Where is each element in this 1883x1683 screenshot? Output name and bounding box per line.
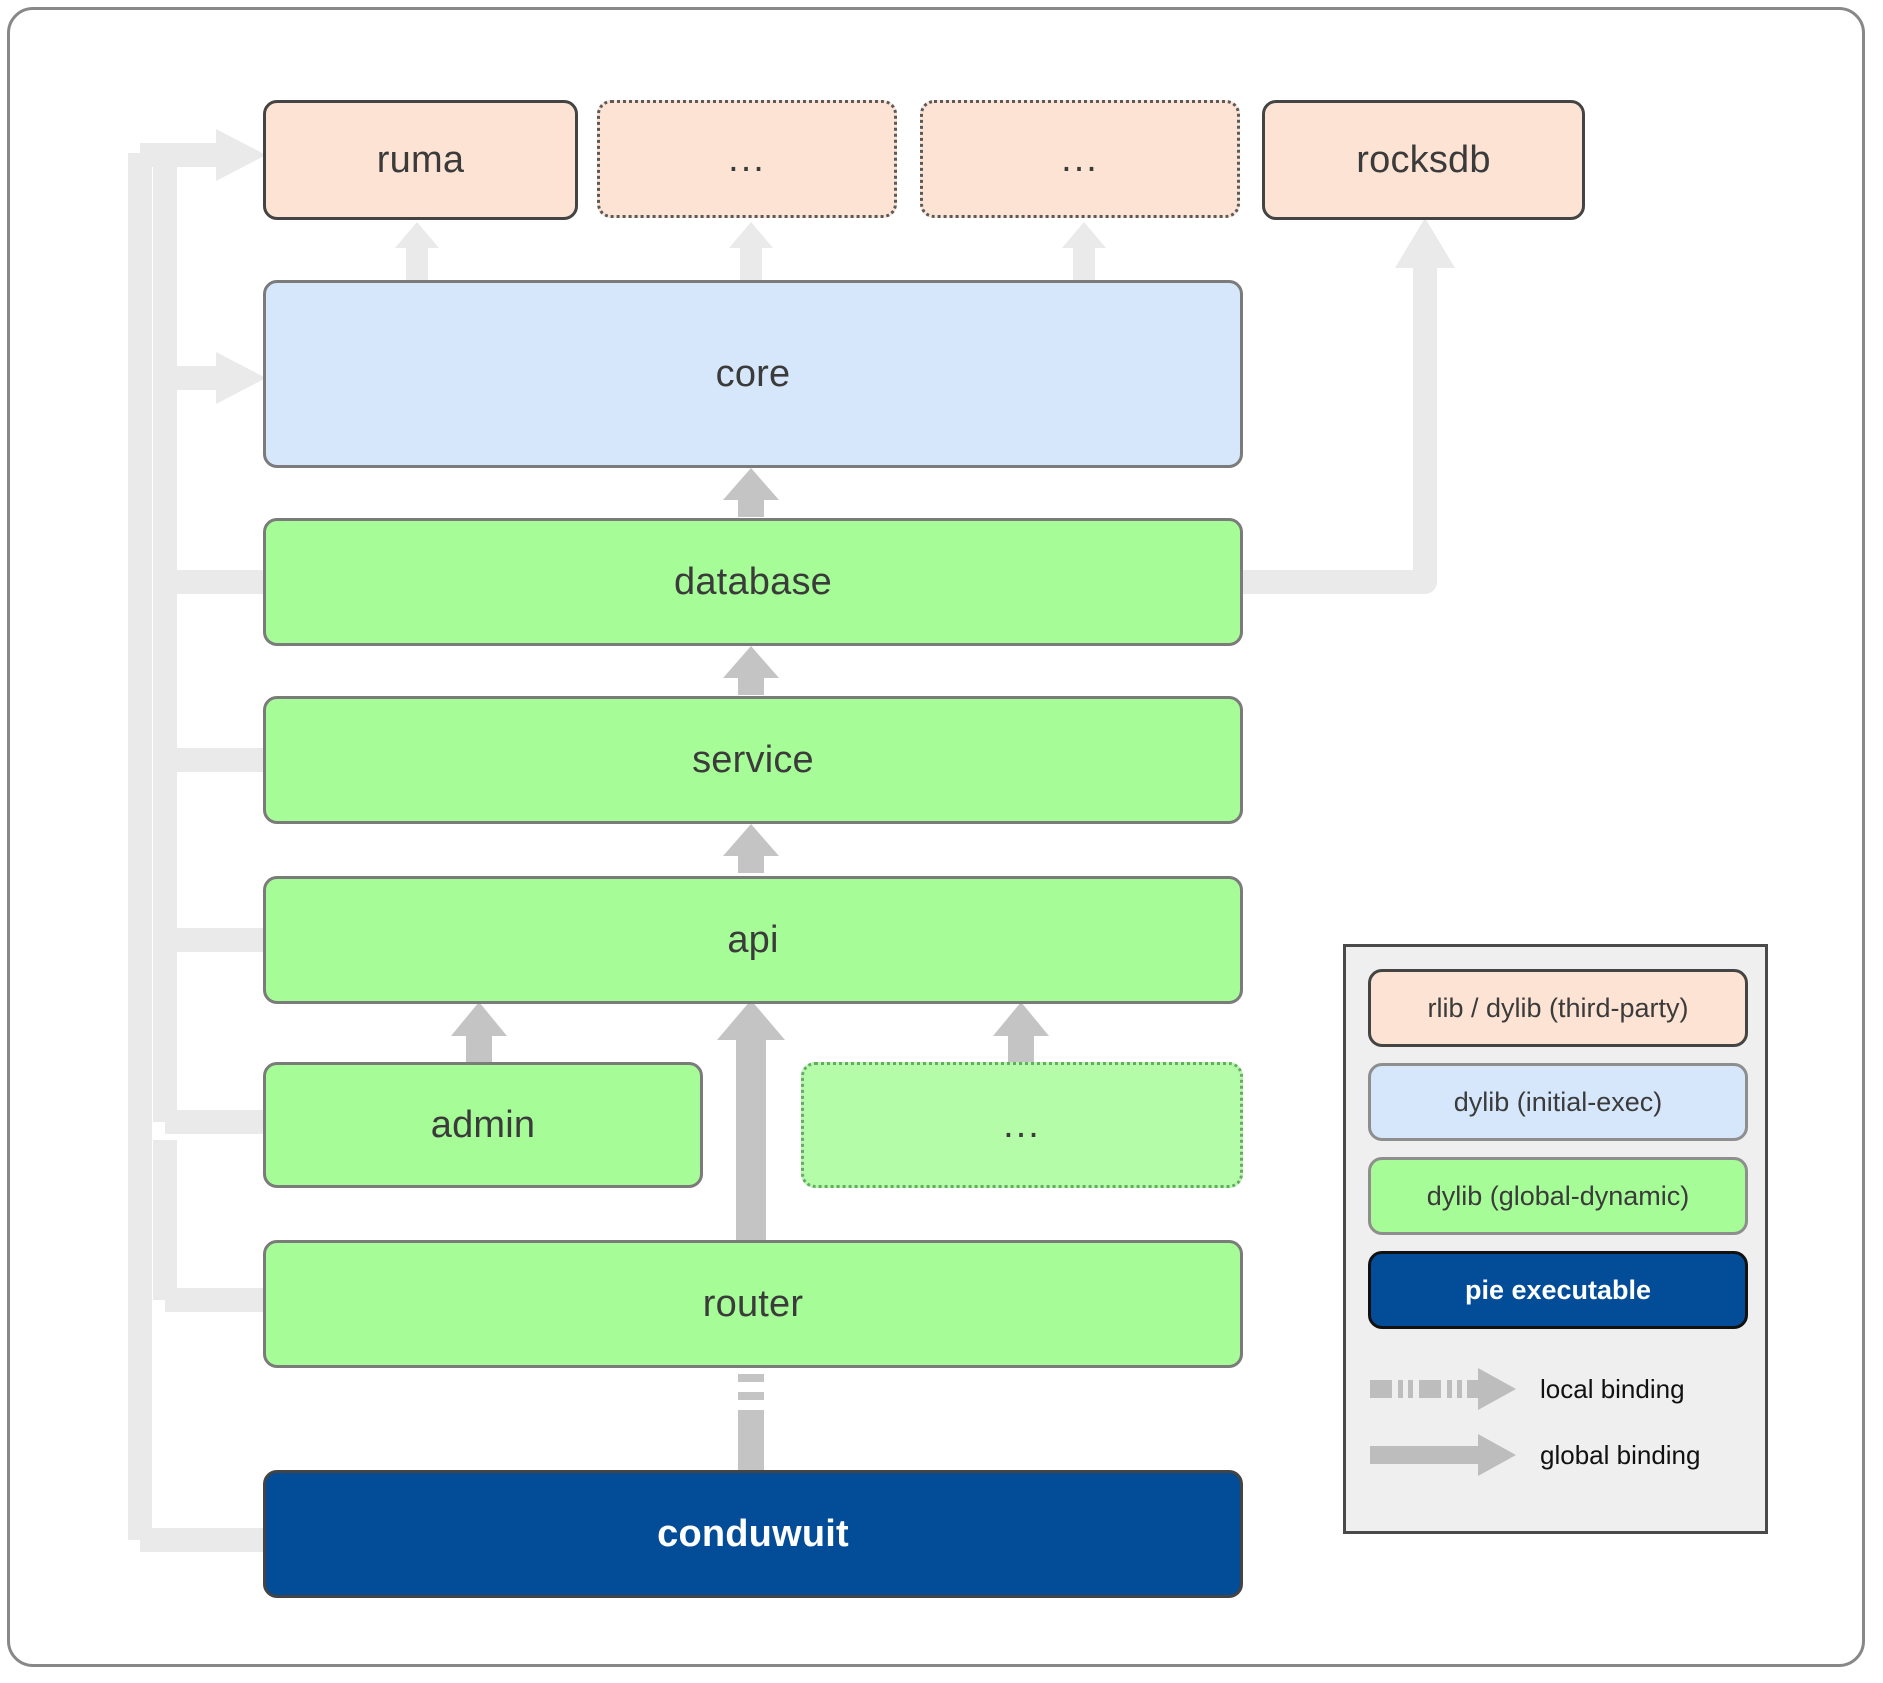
legend-panel: rlib / dylib (third-party) dylib (initia… — [1343, 944, 1768, 1534]
node-conduwuit-label: conduwuit — [657, 1512, 849, 1555]
legend-label-third-party: rlib / dylib (third-party) — [1427, 992, 1689, 1023]
legend-chip-third-party: rlib / dylib (third-party) — [1368, 969, 1748, 1047]
node-ruma[interactable]: ruma — [263, 100, 578, 220]
node-conduwuit[interactable]: conduwuit — [263, 1470, 1243, 1598]
node-core-label: core — [715, 352, 791, 395]
legend-label-global-binding: global binding — [1540, 1439, 1701, 1470]
node-api-label: api — [727, 918, 779, 961]
global-binding-arrow-icon — [1368, 1432, 1518, 1478]
node-ellipsis-1[interactable]: ... — [597, 100, 897, 218]
node-ellipsis-1-label: ... — [728, 137, 766, 180]
node-ellipsis-3-label: ... — [1003, 1103, 1041, 1146]
node-service-label: service — [692, 738, 814, 781]
legend-label-global-dynamic: dylib (global-dynamic) — [1426, 1180, 1690, 1211]
node-api[interactable]: api — [263, 876, 1243, 1004]
node-router-label: router — [702, 1282, 804, 1325]
node-service[interactable]: service — [263, 696, 1243, 824]
node-rocksdb[interactable]: rocksdb — [1262, 100, 1585, 220]
node-router[interactable]: router — [263, 1240, 1243, 1368]
legend-chip-initial-exec: dylib (initial-exec) — [1368, 1063, 1748, 1141]
legend-label-initial-exec: dylib (initial-exec) — [1453, 1086, 1663, 1117]
node-ellipsis-2-label: ... — [1061, 137, 1099, 180]
legend-label-pie-executable: pie executable — [1464, 1274, 1652, 1305]
node-ruma-label: ruma — [376, 138, 465, 181]
legend-row-local-binding: local binding — [1368, 1359, 1748, 1419]
local-binding-arrow-icon — [1368, 1366, 1518, 1412]
node-ellipsis-3[interactable]: ... — [801, 1062, 1243, 1188]
legend-label-local-binding: local binding — [1540, 1373, 1685, 1404]
legend-row-global-binding: global binding — [1368, 1425, 1748, 1485]
node-rocksdb-label: rocksdb — [1356, 138, 1491, 181]
node-database-label: database — [674, 560, 832, 603]
node-core[interactable]: core — [263, 280, 1243, 468]
node-admin[interactable]: admin — [263, 1062, 703, 1188]
legend-chip-pie-executable: pie executable — [1368, 1251, 1748, 1329]
node-ellipsis-2[interactable]: ... — [920, 100, 1240, 218]
legend-chip-global-dynamic: dylib (global-dynamic) — [1368, 1157, 1748, 1235]
node-database[interactable]: database — [263, 518, 1243, 646]
node-admin-label: admin — [430, 1103, 536, 1146]
